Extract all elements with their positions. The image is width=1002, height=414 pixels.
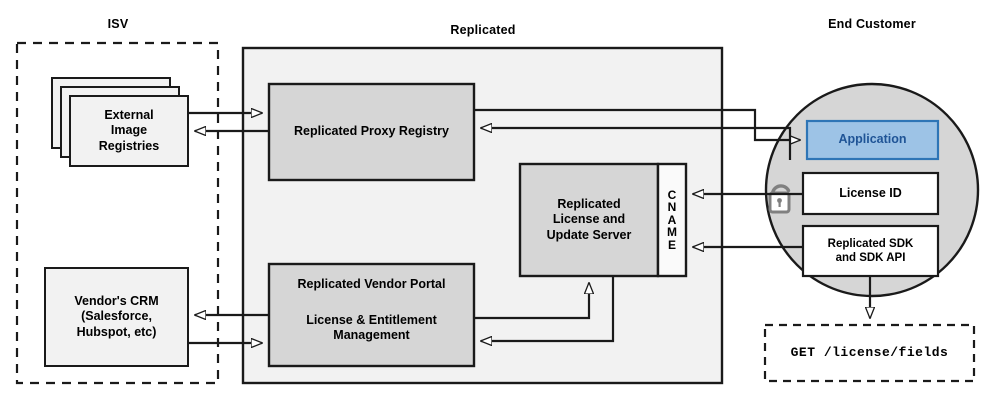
cname-label: C N A M E	[658, 164, 686, 276]
external-registries-box	[69, 95, 189, 167]
license-update-server-label: Replicated License and Update Server	[546, 197, 632, 242]
edge-proxy-to-application	[474, 108, 800, 140]
application-box	[805, 119, 940, 161]
section-title-end-customer: End Customer	[828, 17, 916, 32]
cname-letter-a: A	[667, 212, 677, 227]
license-fields-box	[763, 323, 976, 383]
vendors-crm-label: Vendor's CRM (Salesforce, Hubspot, etc)	[74, 294, 159, 339]
edge-license-server-to-portal	[481, 276, 615, 341]
vendor-portal-subtitle: License & Entitlement Management	[306, 312, 437, 342]
license-id-label: License ID	[839, 185, 902, 200]
proxy-registry-box	[267, 82, 476, 182]
cname-letter-n: N	[667, 200, 677, 215]
section-title-replicated: Replicated	[450, 23, 516, 38]
edge-application-to-proxy	[481, 128, 792, 160]
application-label: Application	[838, 132, 907, 147]
cname-strip	[656, 162, 688, 278]
isv-boundary	[15, 41, 220, 385]
replicated-sdk-label: Replicated SDK and SDK API	[827, 237, 914, 264]
external-registries-label: External Image Registries	[98, 108, 160, 153]
license-id-box	[801, 171, 940, 216]
section-title-isv: ISV	[107, 17, 129, 32]
cname-letter-c: C	[667, 187, 677, 202]
cname-letter-e: E	[667, 237, 676, 252]
vendors-crm-box	[44, 267, 189, 367]
cname-letter-m: M	[667, 225, 677, 240]
proxy-registry-label: Replicated Proxy Registry	[294, 124, 449, 139]
vendor-portal-box	[267, 262, 476, 368]
edge-portal-to-license-server	[474, 283, 589, 320]
license-fields-label: GET /license/fields	[790, 345, 949, 361]
license-update-server-box	[518, 162, 660, 278]
vendor-portal-title: Replicated Vendor Portal	[297, 277, 446, 292]
